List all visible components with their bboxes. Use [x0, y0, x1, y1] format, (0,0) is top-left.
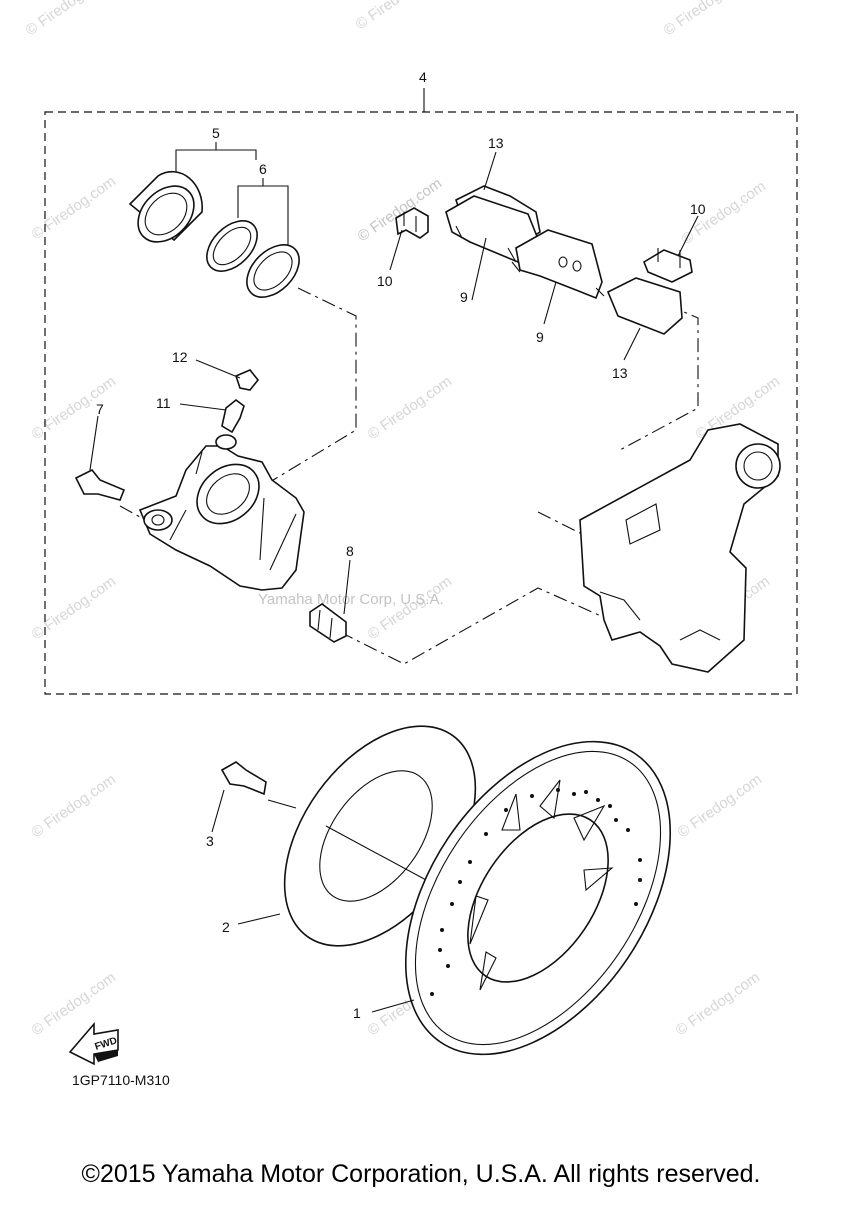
watermark-text: © Firedog.com: [29, 173, 120, 243]
callout-3: 3: [206, 833, 214, 849]
assembly-boundary: [44, 111, 798, 695]
watermark-text: © Firedog.com: [673, 969, 764, 1039]
callout-1: 1: [353, 1005, 361, 1021]
caliper-body: [138, 434, 305, 591]
callout-6: 6: [259, 161, 267, 177]
alignment-line: [249, 287, 357, 495]
copyright-notice: ©2015 Yamaha Motor Corporation, U.S.A. A…: [81, 1160, 761, 1188]
callout-11: 11: [156, 395, 171, 411]
dust-seal: [246, 244, 300, 298]
disc-bolt: [220, 761, 267, 796]
piston: [128, 170, 204, 243]
callout-9-lower: 9: [536, 329, 544, 345]
callout-7: 7: [96, 401, 104, 417]
callout-4: 4: [419, 69, 427, 85]
callout-13-lower: 13: [612, 365, 628, 381]
callout-10-left: 10: [377, 273, 393, 289]
watermark-text: © Firedog.com: [29, 969, 120, 1039]
callout-12: 12: [172, 349, 188, 365]
callout-10-right: 10: [690, 201, 706, 217]
alignment-line: [339, 587, 611, 665]
watermark-text: © Firedog.com: [23, 0, 114, 39]
caliper-bolt: [74, 468, 126, 501]
pad-spring-clip-left: [395, 207, 429, 239]
watermark-text: © Firedog.com: [29, 373, 120, 443]
watermark-text: © Firedog.com: [355, 175, 446, 245]
watermark-text: © Firedog.com: [365, 573, 456, 643]
brake-pad-shim-lower: [606, 277, 683, 335]
leader-line: [267, 799, 297, 809]
leader-lines: [89, 151, 699, 1013]
caliper-bracket: [579, 423, 781, 673]
callout-9-upper: 9: [460, 289, 468, 305]
watermark-text: © Firedog.com: [675, 771, 766, 841]
pin-boot: [309, 603, 347, 643]
piston-seal: [206, 220, 258, 272]
callout-5: 5: [212, 125, 220, 141]
brake-pad-lower: [511, 229, 605, 300]
watermark-text: © Firedog.com: [353, 0, 444, 33]
bleed-screw-cap: [235, 369, 260, 391]
watermark-text: © Firedog.com: [365, 373, 456, 443]
forward-arrow-icon: FWD: [68, 1021, 119, 1066]
callout-13-upper: 13: [488, 135, 504, 151]
callout-8: 8: [346, 543, 354, 559]
diagram-part-code: 1GP7110-M310: [72, 1072, 170, 1088]
watermark-corp-text: Yamaha Motor Corp, U.S.A.: [258, 591, 444, 608]
watermark-text: © Firedog.com: [29, 771, 120, 841]
bleed-screw: [221, 398, 245, 434]
brake-disc-front: [404, 740, 672, 1056]
callout-2: 2: [222, 919, 230, 935]
watermark-text: © Firedog.com: [661, 0, 752, 39]
callout-bracket: [175, 149, 257, 172]
pad-spring-clip-right: [643, 248, 693, 283]
watermark-text: © Firedog.com: [29, 573, 120, 643]
